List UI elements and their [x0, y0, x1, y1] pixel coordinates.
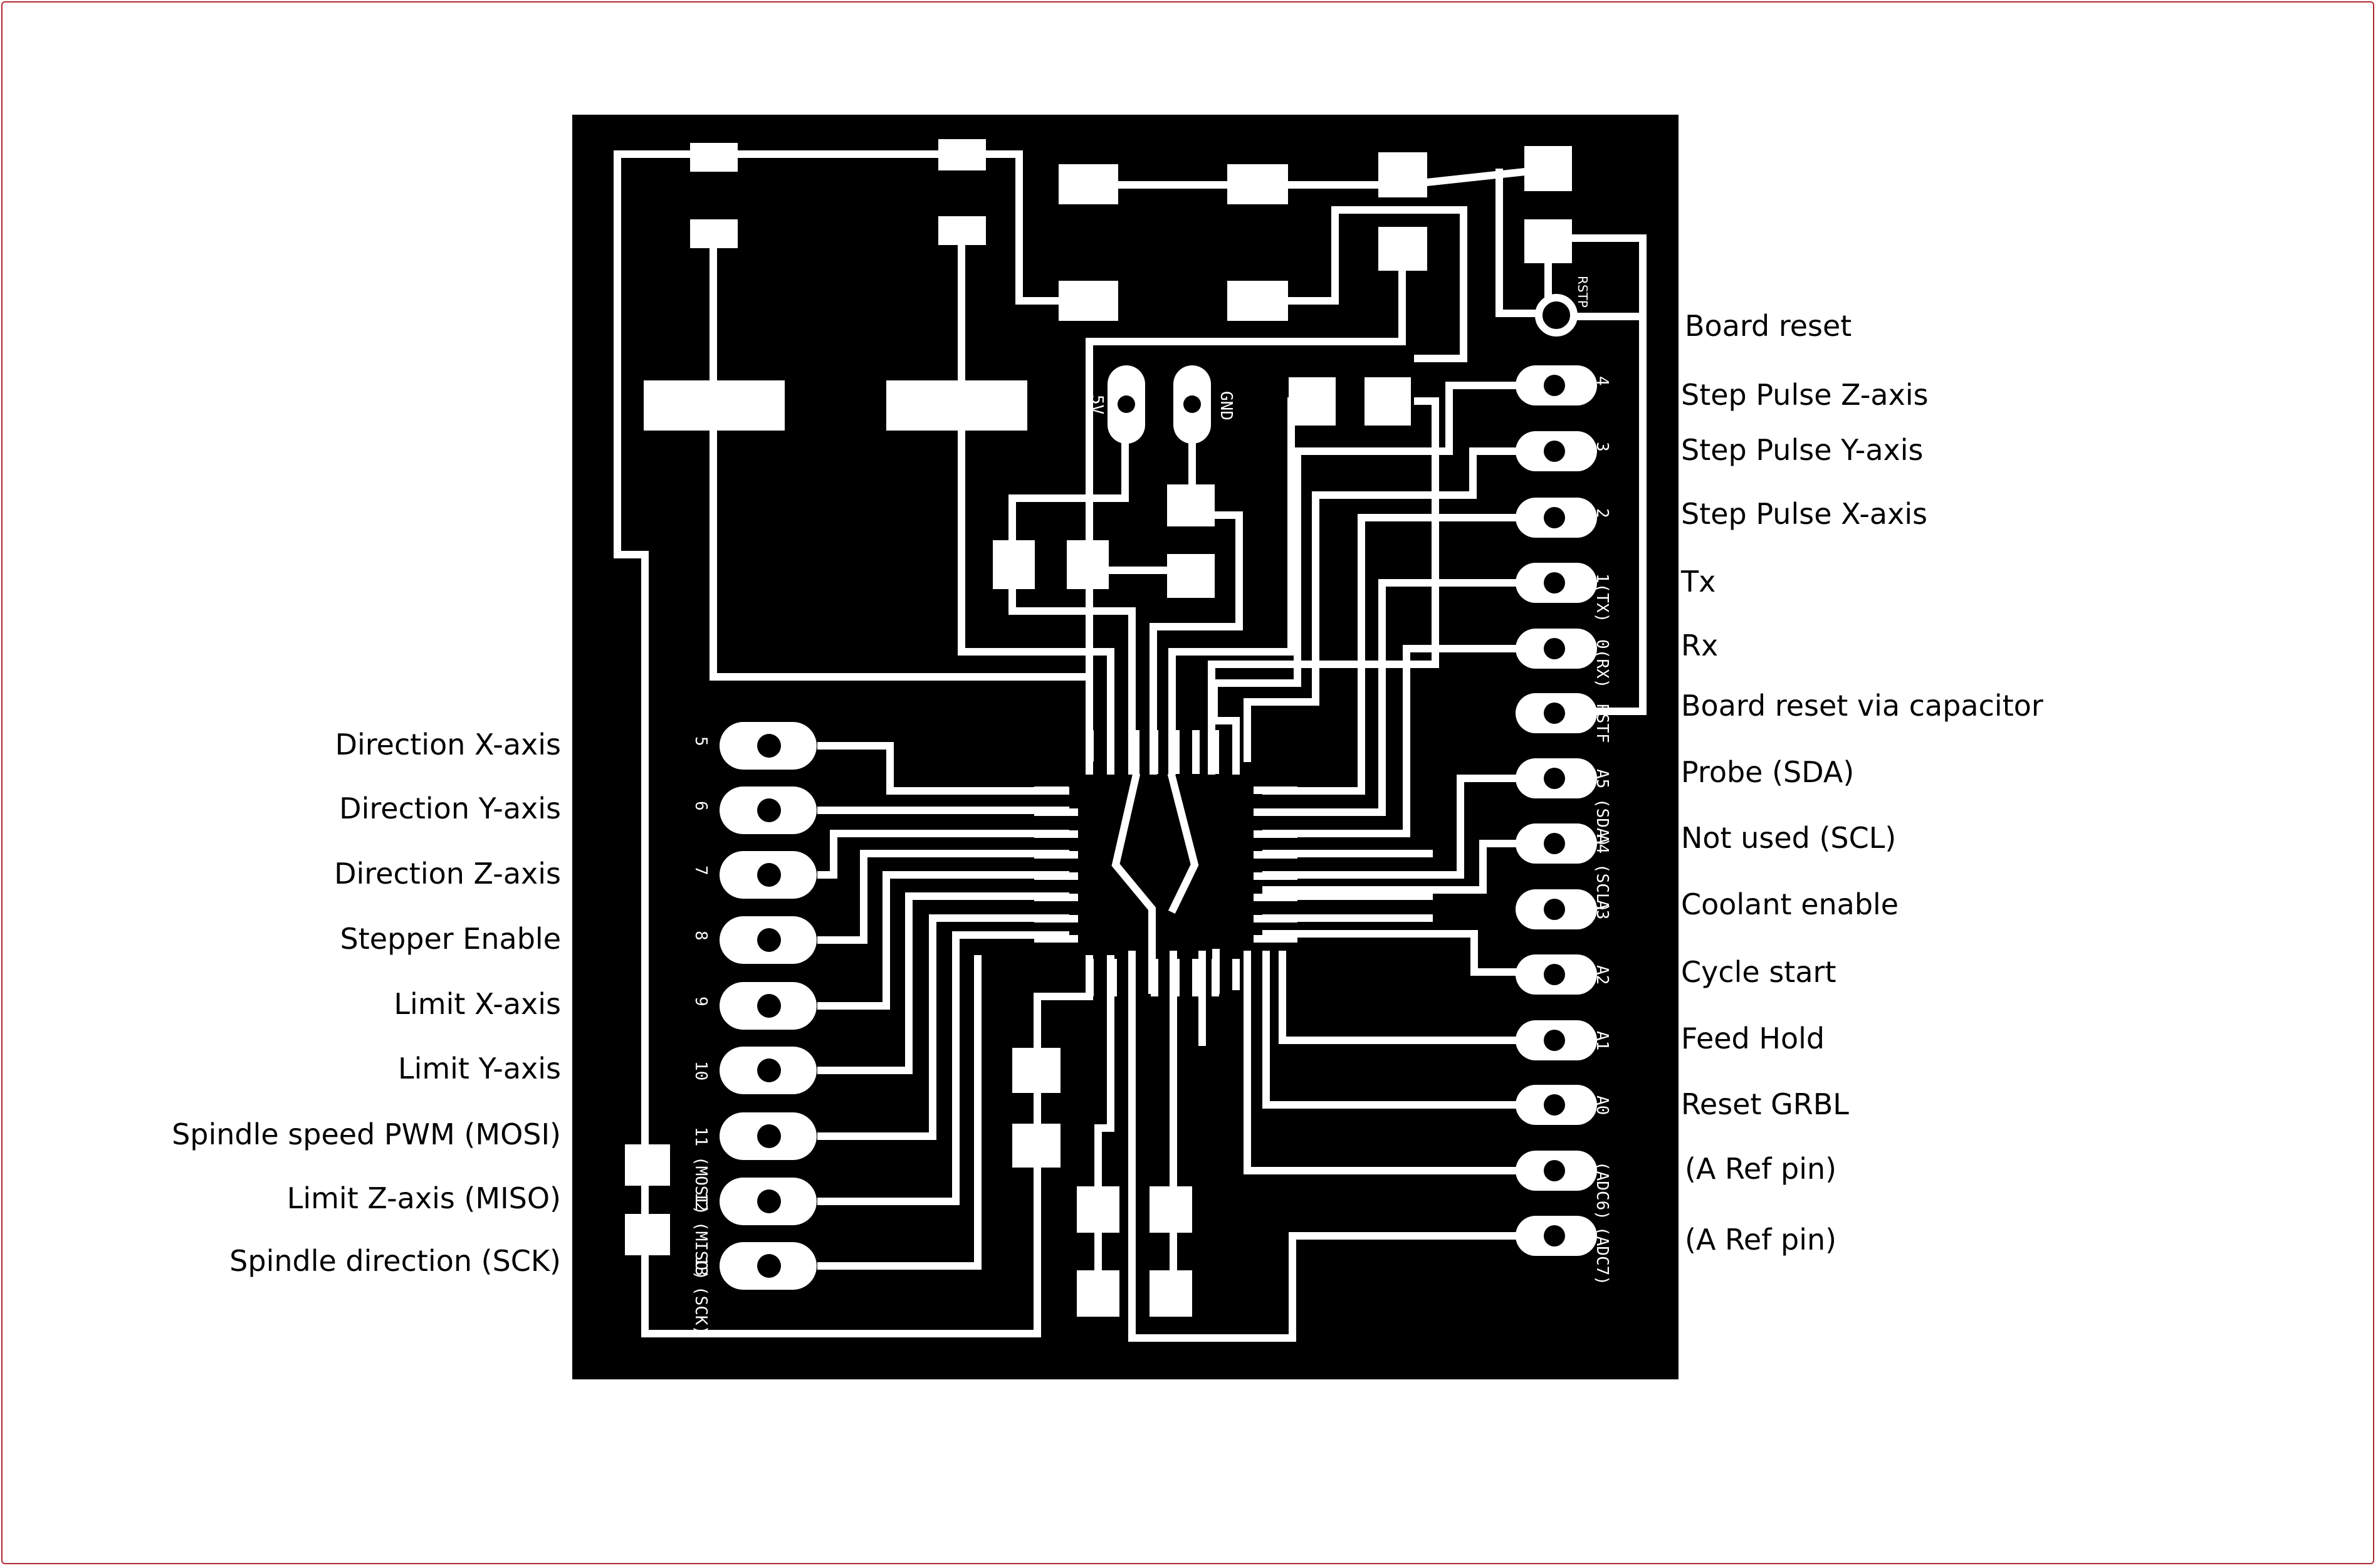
left-pin-name: 9: [691, 996, 710, 1006]
left-signal-label: Limit Z-axis (MISO): [287, 1181, 561, 1215]
right-pin-name: A5 (SDA): [1593, 769, 1611, 847]
pad-hole: [1544, 1225, 1565, 1247]
left-pin-name: 5: [691, 736, 710, 746]
left-pin-name: 6: [691, 801, 710, 811]
right-pin-name: A1: [1593, 1031, 1611, 1050]
right-signal-label: Rx: [1681, 629, 1718, 662]
right-signal-label: Reset GRBL: [1681, 1087, 1849, 1121]
pad-hole: [1544, 964, 1565, 985]
right-signal-label: Board reset via capacitor: [1681, 689, 2043, 723]
left-pin-name: 8: [691, 931, 710, 941]
pad-hole: [1544, 507, 1565, 528]
right-signal-label: Step Pulse Y-axis: [1681, 433, 1924, 467]
right-pin-name: (ADC6): [1593, 1161, 1611, 1220]
right-pin-name: 3: [1593, 442, 1611, 452]
pad-hole: [757, 1189, 781, 1213]
pad-hole: [1544, 638, 1565, 659]
pad-hole: [1544, 1094, 1565, 1116]
rstp-label: RSTP: [1575, 276, 1590, 308]
pad-hole: [757, 1254, 781, 1278]
pad-hole: [1544, 1160, 1565, 1181]
right-signal-label: Step Pulse Z-axis: [1681, 378, 1929, 412]
right-signal-label: (A Ref pin): [1685, 1223, 1836, 1257]
left-signal-label: Spindle direction (SCK): [229, 1244, 561, 1278]
right-pin-name: A3: [1593, 900, 1611, 919]
right-signal-label: Tx: [1680, 565, 1715, 598]
right-pin-name: A2: [1593, 965, 1611, 985]
pad-hole: [1544, 572, 1565, 593]
right-signal-label: Probe (SDA): [1681, 755, 1854, 789]
pad-hole: [1544, 899, 1565, 920]
right-signal-label: Coolant enable: [1681, 887, 1899, 921]
pad-hole: [757, 994, 781, 1018]
left-signal-label: Limit X-axis: [394, 987, 561, 1021]
left-signal-label: Direction X-axis: [335, 728, 561, 761]
left-pin-name: 10: [691, 1061, 710, 1080]
right-signal-label: Board reset: [1685, 309, 1852, 343]
gnd-label: GND: [1217, 391, 1235, 421]
right-signal-label: (A Ref pin): [1685, 1152, 1836, 1186]
right-pin-name: RSTF: [1593, 704, 1611, 743]
pad-hole: [757, 734, 781, 758]
smd-pads: [625, 139, 1572, 1317]
copper-traces: [614, 150, 1647, 1342]
pad-hole: [1544, 833, 1565, 854]
right-header: [720, 294, 1597, 1290]
right-signal-label: Cycle start: [1681, 955, 1836, 989]
right-pin-name: A0: [1593, 1095, 1611, 1115]
right-pin-name: 0(RX): [1593, 639, 1611, 688]
pad-hole: [1544, 375, 1565, 396]
left-signal-label: Direction Y-axis: [339, 792, 561, 825]
pad-hole: [1544, 703, 1565, 724]
left-pin-name: 13 (SCK): [691, 1257, 710, 1335]
right-pin-name: A4 (SCL): [1593, 834, 1611, 912]
left-pin-name: 11 (MOSI): [691, 1127, 710, 1215]
left-signal-label: Direction Z-axis: [334, 857, 561, 891]
left-signal-label: Stepper Enable: [340, 922, 561, 956]
pad-hole: [1544, 441, 1565, 462]
pad-hole: [757, 798, 781, 822]
5v-label: 5V: [1087, 395, 1106, 414]
right-pin-name: 4: [1593, 376, 1611, 386]
right-signal-label: Feed Hold: [1681, 1022, 1825, 1055]
pad-hole: [1544, 1030, 1565, 1051]
reset-pad: [1535, 294, 1578, 337]
left-signal-label: Spindle speed PWM (MOSI): [172, 1117, 561, 1151]
left-signal-label: Limit Y-axis: [398, 1052, 561, 1085]
power-connector: [1108, 365, 1211, 444]
pad-hole: [757, 1058, 781, 1082]
right-signal-label: Not used (SCL): [1681, 821, 1896, 855]
pad-hole: [757, 1124, 781, 1148]
left-pin-name: 7: [691, 865, 710, 875]
pad-hole: [757, 863, 781, 887]
left-pin-name: 12 (MISO): [691, 1192, 710, 1280]
right-pin-name: (ADC7): [1593, 1226, 1611, 1285]
right-signal-label: Step Pulse X-axis: [1681, 497, 1927, 531]
pad-hole: [757, 928, 781, 952]
right-pin-name: 2: [1593, 508, 1611, 518]
right-pin-name: 1(TX): [1593, 573, 1611, 622]
pad-hole: [1544, 768, 1565, 789]
